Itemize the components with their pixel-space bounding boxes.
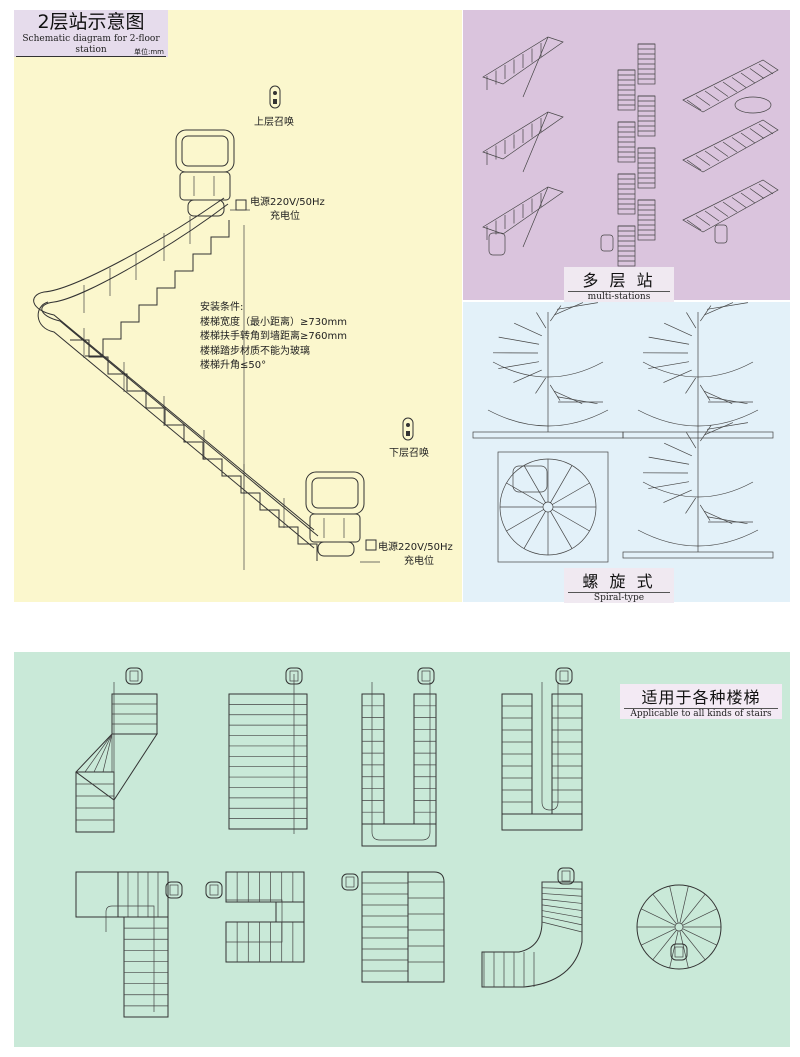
multi-station-drawings — [482, 36, 779, 267]
bottom-power-label: 电源220V/50Hz — [378, 542, 453, 553]
bottom-charge-label: 充电位 — [404, 556, 434, 567]
stair-plan-drawings — [75, 667, 722, 1018]
upper-remote-icon — [269, 85, 281, 109]
all-stairs-caption-en: Applicable to all kinds of stairs — [624, 708, 778, 719]
spiral-drawings — [472, 302, 774, 563]
lower-remote-icon — [402, 417, 414, 441]
requirement-line: 楼梯宽度（最小距离）≥730mm — [200, 316, 347, 328]
two-floor-panel: 2层站示意图 Schematic diagram for 2-floor sta… — [14, 10, 462, 602]
spiral-caption-en: Spiral-type — [568, 592, 670, 603]
two-floor-title: 2层站示意图 — [37, 11, 145, 33]
spiral-caption-cn: 螺 旋 式 — [582, 572, 656, 591]
requirement-line: 安装条件: — [200, 302, 244, 313]
top-charge-label: 充电位 — [270, 211, 300, 222]
requirement-line: 楼梯扶手转角到墙距离≥760mm — [200, 331, 347, 342]
multi-caption: 多 层 站 multi-stations — [564, 267, 674, 302]
requirement-line: 楼梯踏步材质不能为玻璃 — [200, 345, 310, 357]
unit-label: 单位:mm — [134, 48, 164, 56]
upper-call-label: 上层召唤 — [254, 117, 294, 128]
stair-lift-drawing — [33, 85, 414, 570]
upper-rail — [33, 197, 315, 531]
two-floor-subtitle: Schematic diagram for 2-floor station — [16, 34, 166, 57]
title-block: 2层站示意图 Schematic diagram for 2-floor sta… — [14, 10, 168, 57]
multi-caption-en: multi-stations — [568, 291, 670, 302]
top-chair — [175, 129, 235, 217]
multi-station-panel: 多 层 站 multi-stations — [463, 10, 790, 302]
requirement-line: 楼梯升角≤50° — [200, 360, 267, 371]
bottom-chair — [305, 471, 365, 557]
lower-rail — [41, 203, 319, 537]
spiral-panel: 螺 旋 式 Spiral-type — [463, 302, 790, 603]
bottom-power-outlet-icon — [360, 539, 380, 563]
track — [37, 301, 315, 549]
top-power-outlet-icon — [230, 199, 250, 211]
lower-call-label: 下层召唤 — [389, 448, 429, 459]
requirements-list: 安装条件: 楼梯宽度（最小距离）≥730mm 楼梯扶手转角到墙距离≥760mm … — [200, 301, 347, 374]
all-stairs-caption-cn: 适用于各种楼梯 — [641, 688, 761, 707]
staircase — [70, 216, 318, 570]
spiral-caption: 螺 旋 式 Spiral-type — [564, 568, 674, 603]
all-stairs-caption: 适用于各种楼梯 Applicable to all kinds of stair… — [620, 684, 782, 719]
top-power-label: 电源220V/50Hz — [250, 197, 325, 208]
multi-caption-cn: 多 层 站 — [582, 271, 656, 290]
stair-types-panel: 适用于各种楼梯 Applicable to all kinds of stair… — [14, 652, 790, 1047]
